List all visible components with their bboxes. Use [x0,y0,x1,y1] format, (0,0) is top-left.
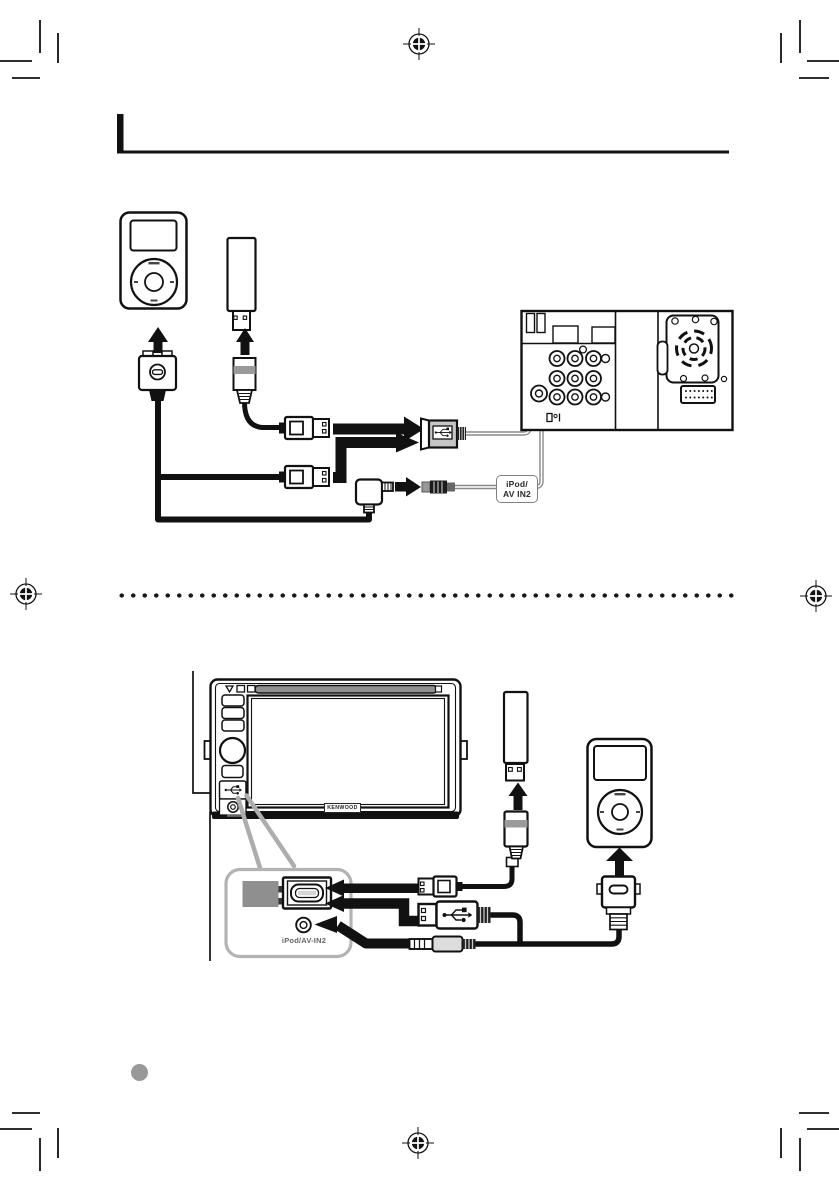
crop-marks [0,20,839,1171]
arrow-left-av [314,916,409,949]
mini-plug-right-angle [354,478,394,514]
brand-logo: KENWOOD [324,803,361,813]
front-unit [203,678,468,819]
rca-jacks [530,345,611,406]
inset-zoom-box [224,867,353,959]
mini-plug-straight [408,935,476,953]
usb-extension-cable-top [232,357,281,430]
dock-connector-bottom [596,875,641,931]
arrow-up-to-ipod-top [148,327,168,353]
ipod-illustration-top [119,211,188,310]
usb-port-inset [278,876,333,910]
rear-cable-stub-2 [536,312,546,334]
fan-bracket [656,340,669,376]
ipod-illustration-bottom [586,737,653,849]
arrow-up-to-usb-stick-bottom [508,782,528,810]
dock-connector-top [137,350,178,401]
dotted-separator [116,591,738,600]
usb-extension-cable-bottom [503,810,529,860]
volume-knob [218,736,247,765]
arrow-right-usb-2 [333,432,419,483]
header-rule [117,150,729,154]
arrow-right-usb-1 [333,416,424,442]
usb-stick-plug [232,310,251,331]
micro-text [227,814,242,817]
av-in2-label-line2: AV IN2 [503,489,531,499]
brand-logo-text: KENWOOD [327,805,358,811]
eject-and-indicator-icons [224,684,256,694]
registration-marks [10,28,832,1159]
front-usb-flap [218,780,247,800]
usb-plug-trident-icon [442,907,473,923]
crop-marks-top-left [0,20,59,79]
crop-marks-bottom-right [780,1112,839,1171]
arrow-left-usb-b [325,895,418,927]
ipod-screen [129,219,178,252]
usb-stick-bottom [502,690,529,782]
registration-mark-top [403,28,435,60]
usb-plug-b-bottom [417,900,491,930]
usb-stick-top [226,236,257,331]
rear-unit [520,309,734,432]
usb-plug-1-top [279,415,330,441]
cooling-fan [665,314,720,384]
av-in-connector [421,480,455,494]
av-jack-inset [295,916,312,934]
page-number-bullet [131,1064,148,1081]
ipod-screen [593,745,647,781]
arrow-up-to-ipod-bottom [606,847,633,877]
zoom-callout-lines [235,793,297,874]
arrow-up-to-usb-stick-top [236,328,254,355]
bottom-cable-runs [462,866,622,947]
registration-mark-left [10,578,42,610]
registration-mark-right [800,580,832,612]
front-bottom-lip [212,811,459,819]
open-cover [242,881,279,907]
left-panel-buttons [218,694,247,779]
rear-small-connector [546,412,561,423]
crop-marks-bottom-left [0,1112,59,1171]
usb-socket-top [420,417,466,451]
rear-cable-stub-1 [525,312,536,334]
arrow-right-av [395,477,421,497]
usb-flap-trident-icon [224,785,242,795]
section-header [117,114,729,154]
crop-marks-top-right [780,20,839,79]
arrow-left-usb-a [325,879,418,897]
header-bar [117,114,124,154]
usb-trident-icon [434,427,452,437]
usb-plug-2-top [279,464,330,490]
pin-connector [680,385,716,404]
usb-plug-a-bottom [417,875,463,898]
av-in2-label-box: iPod/ AV IN2 [496,475,538,503]
ipod-cable-runs [155,400,372,523]
av-in2-label-line1: iPod/ [506,478,528,489]
registration-mark-bottom [402,1127,434,1159]
front-port-label: iPod/AV-IN2 [281,936,327,945]
callout-av-jack [209,811,226,961]
disc-slot [254,684,438,694]
